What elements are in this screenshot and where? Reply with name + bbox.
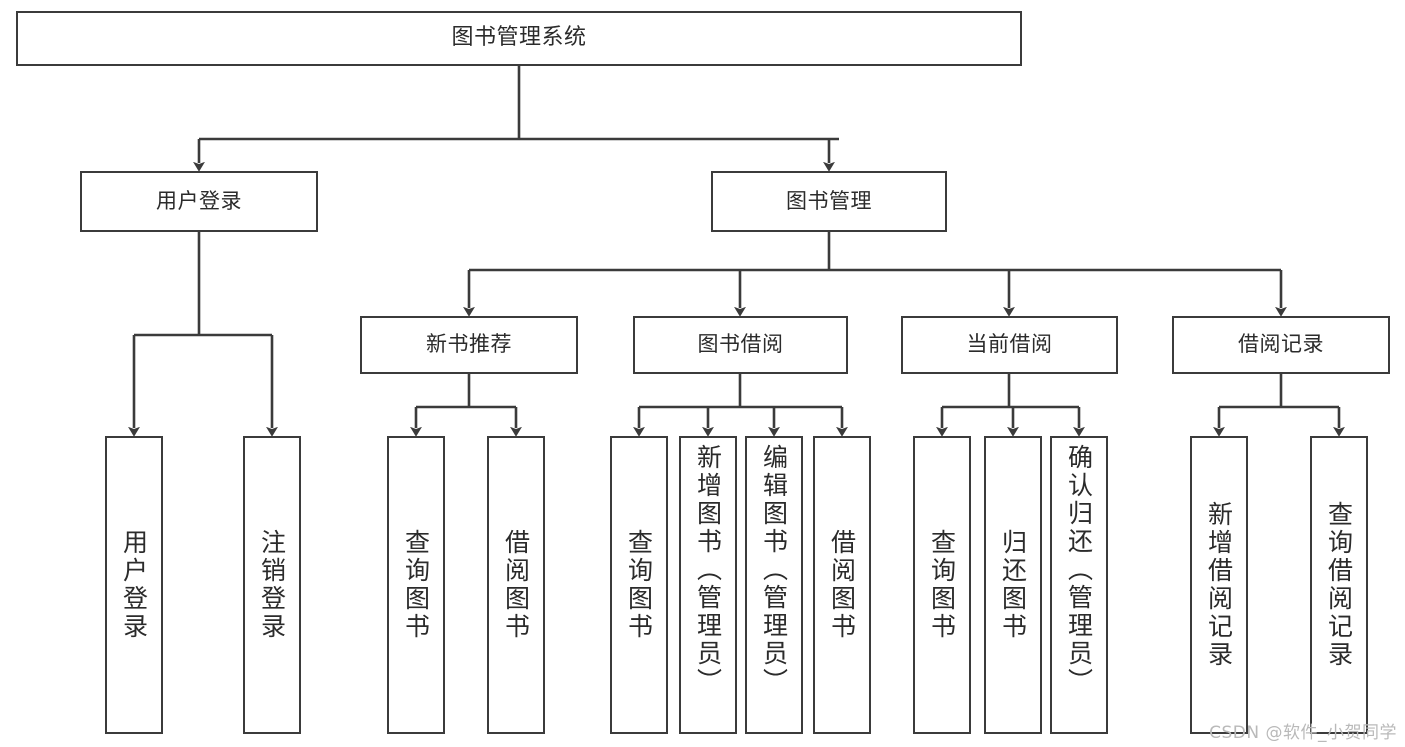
node-leaf-add-book-admin[interactable]: 新增图书（管理员）	[679, 436, 737, 734]
node-leaf-query-borrow-record[interactable]: 查询借阅记录	[1310, 436, 1368, 734]
node-leaf-borrow-book-borrow[interactable]: 借阅图书	[813, 436, 871, 734]
node-leaf-query-book-borrow-label: 查询图书	[624, 529, 654, 641]
node-leaf-query-book-current[interactable]: 查询图书	[913, 436, 971, 734]
node-leaf-add-borrow-record-label: 新增借阅记录	[1204, 501, 1234, 669]
node-book-borrow-label: 图书借阅	[697, 332, 784, 357]
node-leaf-user-login[interactable]: 用户登录	[105, 436, 163, 734]
node-book-borrow[interactable]: 图书借阅	[633, 316, 848, 374]
node-leaf-user-login-label: 用户登录	[119, 529, 149, 641]
node-leaf-query-book-borrow[interactable]: 查询图书	[610, 436, 668, 734]
node-leaf-query-borrow-record-label: 查询借阅记录	[1324, 501, 1354, 669]
node-new-book-recommend[interactable]: 新书推荐	[360, 316, 578, 374]
node-user-login-label: 用户登录	[156, 188, 242, 213]
node-root-label: 图书管理系统	[451, 25, 587, 51]
node-leaf-add-borrow-record[interactable]: 新增借阅记录	[1190, 436, 1248, 734]
node-leaf-query-book-recommend-label: 查询图书	[401, 529, 431, 641]
node-current-borrow[interactable]: 当前借阅	[901, 316, 1118, 374]
node-leaf-confirm-return-admin-label: 确认归还（管理员）	[1064, 444, 1094, 696]
node-leaf-query-book-current-label: 查询图书	[927, 529, 957, 641]
node-leaf-edit-book-admin[interactable]: 编辑图书（管理员）	[745, 436, 803, 734]
node-borrow-records[interactable]: 借阅记录	[1172, 316, 1390, 374]
node-leaf-logout-label: 注销登录	[257, 529, 287, 641]
node-leaf-logout[interactable]: 注销登录	[243, 436, 301, 734]
node-book-management-label: 图书管理	[786, 188, 872, 213]
node-leaf-borrow-book-recommend-label: 借阅图书	[501, 529, 531, 641]
node-book-management[interactable]: 图书管理	[711, 171, 947, 232]
node-leaf-return-book[interactable]: 归还图书	[984, 436, 1042, 734]
node-root[interactable]: 图书管理系统	[16, 11, 1022, 66]
node-borrow-records-label: 借阅记录	[1238, 332, 1324, 357]
node-leaf-return-book-label: 归还图书	[998, 529, 1028, 641]
watermark-text: CSDN @软件_小贺同学	[1209, 723, 1397, 743]
node-leaf-edit-book-admin-label: 编辑图书（管理员）	[759, 444, 789, 696]
node-new-book-recommend-label: 新书推荐	[426, 332, 512, 357]
node-leaf-query-book-recommend[interactable]: 查询图书	[387, 436, 445, 734]
node-user-login[interactable]: 用户登录	[80, 171, 318, 232]
node-leaf-add-book-admin-label: 新增图书（管理员）	[693, 444, 723, 696]
node-leaf-borrow-book-borrow-label: 借阅图书	[827, 529, 857, 641]
node-leaf-borrow-book-recommend[interactable]: 借阅图书	[487, 436, 545, 734]
node-leaf-confirm-return-admin[interactable]: 确认归还（管理员）	[1050, 436, 1108, 734]
node-current-borrow-label: 当前借阅	[966, 332, 1053, 357]
